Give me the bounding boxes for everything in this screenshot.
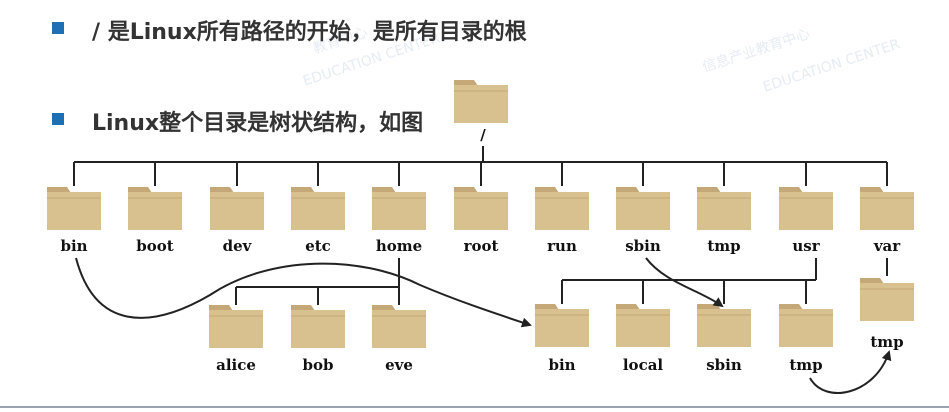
dir-label-sbin: sbin — [625, 237, 661, 255]
dir-boot-folder-icon — [128, 187, 182, 230]
root-folder-icon — [454, 80, 508, 123]
usr-sbin-folder-icon — [697, 304, 751, 347]
dir-label-var: var — [873, 237, 901, 255]
dir-root-folder-icon — [454, 187, 508, 230]
bullet-text-tree: Linux整个目录是树状结构，如图 — [92, 111, 424, 136]
var-child-label-tmp: tmp — [870, 333, 903, 351]
home-child-label-alice: alice — [216, 356, 256, 374]
usr-child-label-sbin: sbin — [706, 356, 742, 374]
dir-label-bin: bin — [60, 237, 87, 255]
dir-dev-folder-icon — [210, 187, 264, 230]
usr-child-label-bin: bin — [548, 356, 575, 374]
dir-label-root: root — [464, 237, 499, 255]
home-eve-folder-icon — [372, 305, 426, 348]
usr-tmp-folder-icon — [779, 304, 833, 347]
divider — [0, 406, 949, 408]
dir-label-etc: etc — [305, 237, 331, 255]
dir-label-usr: usr — [792, 237, 820, 255]
home-alice-folder-icon — [209, 305, 263, 348]
usr-bin-folder-icon — [535, 304, 589, 347]
dir-label-tmp: tmp — [707, 237, 740, 255]
bullet-square — [52, 22, 64, 34]
dir-label-dev: dev — [223, 237, 253, 255]
bullet-text-root: / 是Linux所有路径的开始，是所有目录的根 — [92, 20, 527, 45]
symlink-arrow-tmp — [809, 350, 892, 394]
dir-var-folder-icon — [860, 187, 914, 230]
var-tmp-folder-icon — [860, 278, 914, 321]
home-bob-folder-icon — [291, 305, 345, 348]
dir-sbin-folder-icon — [616, 187, 670, 230]
home-child-label-bob: bob — [303, 356, 334, 374]
bullet-square — [52, 113, 64, 125]
dir-home-folder-icon — [372, 187, 426, 230]
symlink-arrow-sbin — [645, 257, 724, 308]
usr-child-label-local: local — [623, 356, 664, 374]
dir-run-folder-icon — [535, 187, 589, 230]
usr-child-label-tmp: tmp — [789, 356, 822, 374]
dir-bin-folder-icon — [47, 187, 101, 230]
home-child-label-eve: eve — [385, 356, 413, 374]
dir-label-boot: boot — [136, 237, 173, 255]
usr-local-folder-icon — [616, 304, 670, 347]
dir-etc-folder-icon — [291, 187, 345, 230]
dir-label-run: run — [547, 237, 577, 255]
dir-usr-folder-icon — [779, 187, 833, 230]
dir-tmp-folder-icon — [697, 187, 751, 230]
root-label: / — [480, 126, 486, 144]
dir-label-home: home — [376, 237, 422, 255]
symlink-arrow-bin — [75, 257, 532, 328]
